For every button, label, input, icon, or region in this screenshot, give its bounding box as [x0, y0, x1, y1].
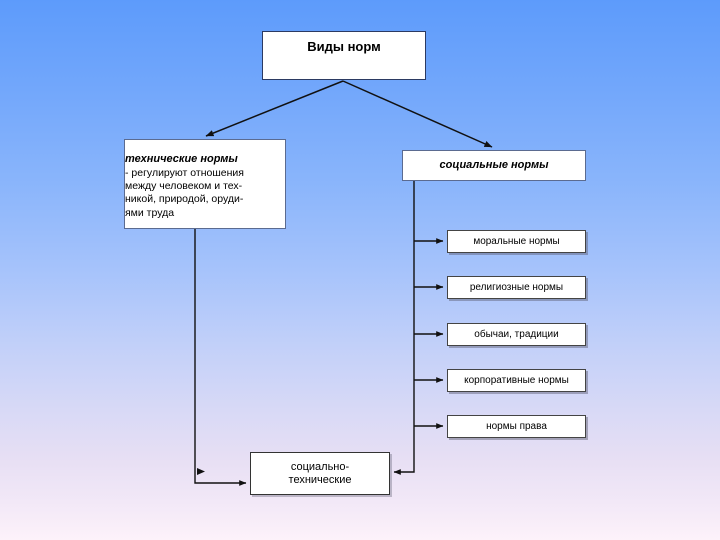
node-social-item-religious[interactable]: религиозные нормы: [447, 276, 586, 299]
node-technical-heading: технические нормы: [125, 153, 238, 166]
node-socio-technical-line-2: технические: [288, 473, 352, 486]
node-social-item-label: обычаи, традиции: [474, 328, 559, 340]
node-root[interactable]: Виды норм: [262, 31, 426, 80]
edge-root-to-social: [342, 80, 493, 148]
node-social-item-label: религиозные нормы: [469, 281, 564, 293]
node-social-norms[interactable]: социальные нормы: [402, 150, 586, 181]
node-technical-line-3: никой, природой, оруди-: [125, 193, 244, 206]
node-technical-line-1: - регулируют отношения: [125, 167, 244, 180]
node-technical-norms[interactable]: технические нормы - регулируют отношения…: [124, 139, 286, 229]
node-social-heading: социальные нормы: [439, 159, 549, 172]
node-social-item-label: корпоративные нормы: [464, 374, 569, 386]
node-socio-technical-line-1: социально-: [290, 460, 350, 473]
node-socio-technical[interactable]: социально- технические: [250, 452, 390, 495]
edge-stray-arrowhead: [197, 468, 205, 475]
node-social-item-label: нормы права: [486, 420, 547, 432]
node-root-label: Виды норм: [307, 39, 381, 54]
edge-root-to-technical: [205, 80, 344, 137]
node-technical-line-4: ями труда: [125, 206, 175, 219]
node-social-item-moral[interactable]: моральные нормы: [447, 230, 586, 253]
node-social-item-corporate[interactable]: корпоративные нормы: [447, 369, 586, 392]
edge-social-trunk-to-bottom: [393, 181, 415, 475]
node-social-item-label: моральные нормы: [473, 235, 560, 247]
node-social-item-law[interactable]: нормы права: [447, 415, 586, 438]
edge-technical-to-bottom: [194, 229, 247, 486]
node-technical-line-2: между человеком и тех-: [125, 180, 243, 193]
node-social-item-customs[interactable]: обычаи, традиции: [447, 323, 586, 346]
